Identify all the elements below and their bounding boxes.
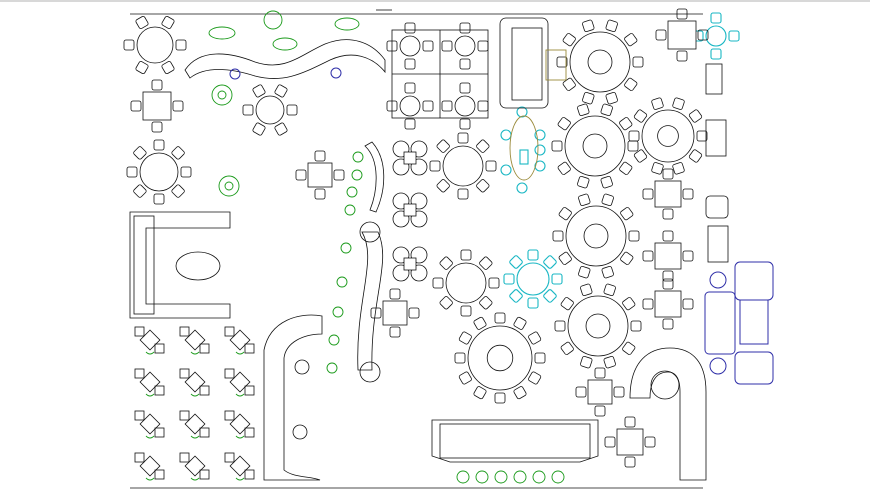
small-plant-pot [351, 169, 363, 181]
round-table-with-chairs [552, 193, 640, 279]
square-table-with-chairs [604, 416, 656, 468]
small-plant-pot [326, 362, 338, 374]
bistro-set-small [179, 368, 210, 397]
square-table-with-chairs [130, 79, 184, 133]
plant-top [263, 10, 283, 30]
bar-stool [494, 470, 508, 484]
round-table-with-chairs [123, 15, 187, 75]
bar-stool [551, 470, 565, 484]
bistro-set-small [134, 452, 165, 481]
lounge-set-four-seat [392, 140, 428, 176]
round-table-with-chairs [441, 82, 489, 130]
armchairs-right [705, 63, 729, 263]
planter-green [272, 37, 298, 51]
stool-cyan [516, 182, 528, 194]
stool-cyan [534, 129, 546, 141]
bistro-set-small [134, 326, 165, 355]
bistro-set-small [179, 452, 210, 481]
small-plant-pot [336, 276, 348, 288]
small-plant-pot [332, 306, 344, 318]
reception-counter [431, 419, 599, 463]
small-plant-pot [346, 186, 358, 198]
square-table-with-chairs [295, 150, 345, 200]
bar-stool [532, 470, 546, 484]
small-plant-pot [344, 204, 356, 216]
bistro-set-small [134, 410, 165, 439]
lounge-set-four-seat [392, 246, 428, 282]
bistro-set-small [134, 368, 165, 397]
lamp-marker [229, 68, 241, 80]
curved-sofa-lower-right [629, 347, 707, 481]
curved-bench-center [357, 141, 385, 383]
oval-table-tan [509, 115, 539, 181]
small-plant-pot [352, 151, 364, 163]
bar-stool [475, 470, 489, 484]
viewport-top-edge [0, 0, 870, 2]
sofa-group-top-center [391, 17, 567, 119]
bistro-set-small [224, 410, 255, 439]
square-table-with-chairs [370, 288, 420, 338]
sofa-bay-left [129, 211, 231, 319]
small-plant-pot [328, 334, 340, 346]
square-table-with-chairs [642, 168, 694, 220]
bistro-set-small [224, 326, 255, 355]
square-table-with-chairs [655, 8, 709, 62]
plant-green [218, 175, 240, 197]
lounge-set-four-seat [392, 192, 428, 228]
square-table-with-chairs [642, 230, 694, 282]
round-table-with-chairs [454, 312, 546, 404]
curved-sofa-lower-left [263, 314, 323, 481]
bistro-set-small [179, 326, 210, 355]
round-table-with-chairs [503, 249, 563, 309]
square-table-with-chairs [575, 367, 625, 417]
round-table-with-chairs [432, 249, 500, 317]
stool-cyan [500, 129, 512, 141]
round-table-with-chairs [628, 97, 708, 175]
sofa-set-blue [704, 261, 774, 385]
round-table-with-chairs [556, 19, 644, 105]
bistro-set-small [179, 410, 210, 439]
planter-green [334, 17, 360, 31]
stool-cyan [516, 106, 528, 118]
round-table-with-chairs [551, 103, 639, 189]
stool-cyan [534, 160, 546, 172]
stool-cyan [500, 164, 512, 176]
bar-stool [513, 470, 527, 484]
round-table-with-chairs [429, 132, 497, 200]
curved-bench-top [184, 10, 386, 80]
lamp-marker [330, 67, 342, 79]
bistro-set-small [224, 368, 255, 397]
bistro-set-small [224, 452, 255, 481]
small-plant-pot [340, 242, 352, 254]
round-table-with-chairs [554, 283, 642, 369]
bar-stool [456, 470, 470, 484]
stool-cyan [534, 144, 546, 156]
oval-coffee-table [175, 251, 221, 281]
square-table-with-chairs [642, 278, 694, 330]
round-table-with-chairs [692, 12, 740, 60]
round-table-with-chairs [386, 82, 434, 130]
round-table-with-chairs [242, 84, 298, 136]
plant-green [211, 84, 233, 106]
round-table-with-chairs [126, 139, 192, 205]
planter-green [208, 26, 236, 40]
